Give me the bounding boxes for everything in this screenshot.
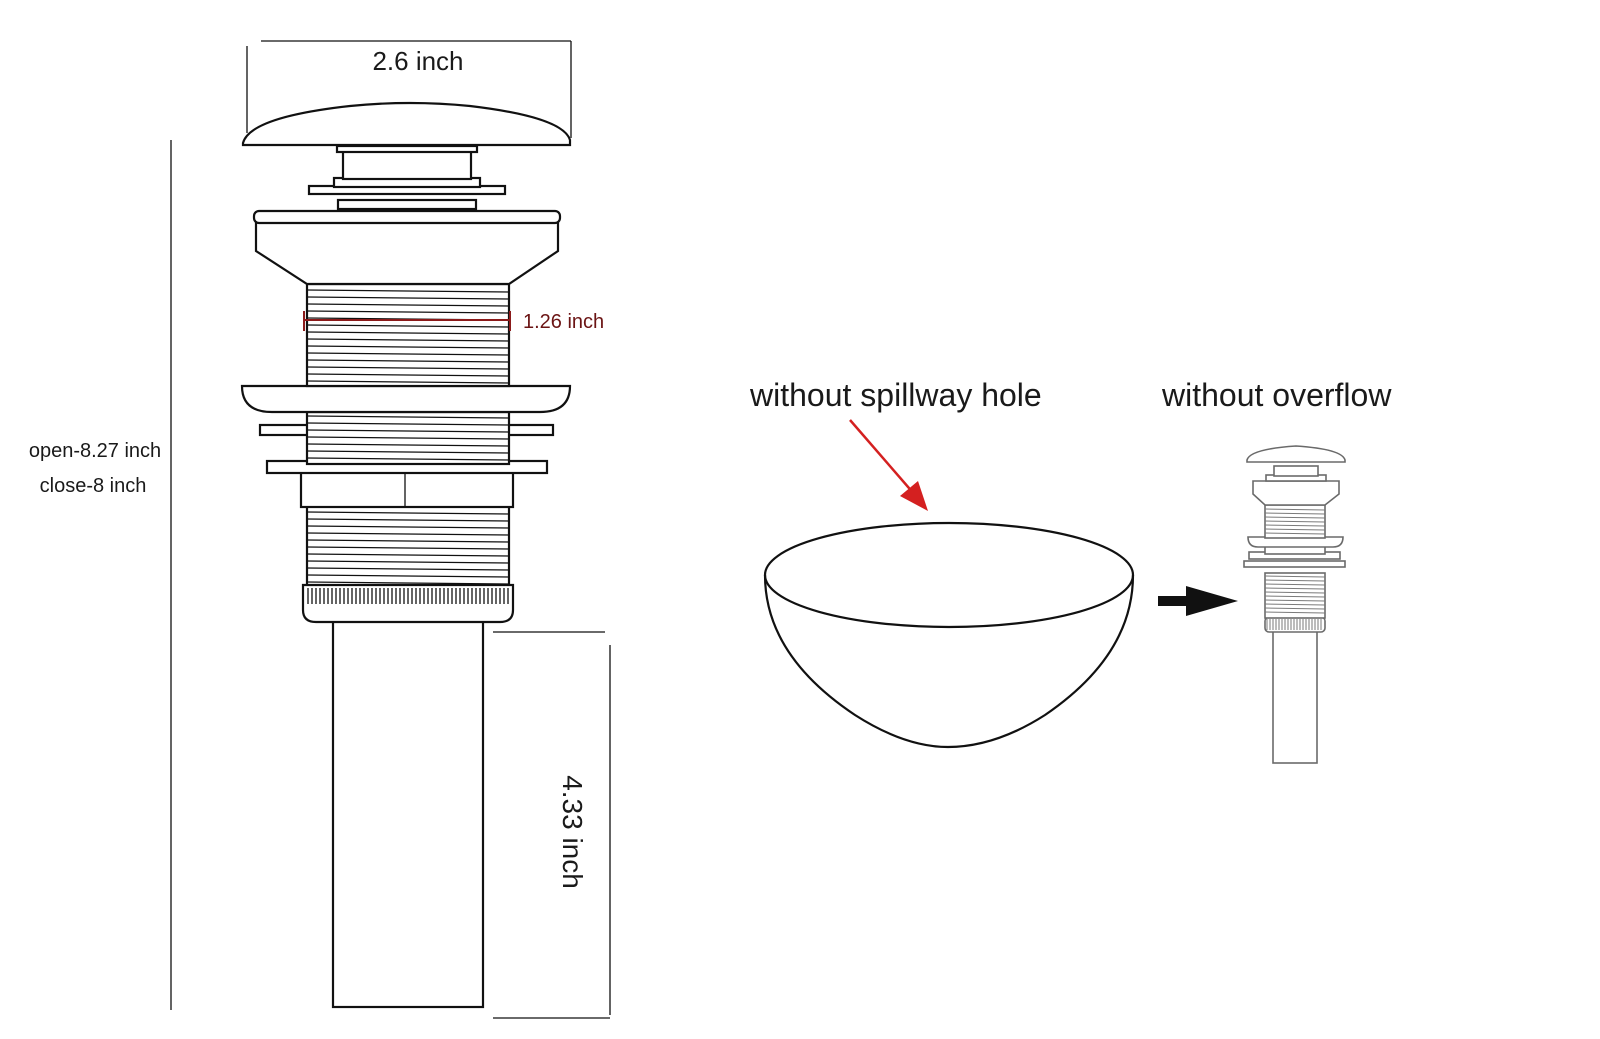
knurled-nut [301,583,515,624]
lower-thread [305,501,511,591]
pop-up-drain-drawing [240,101,572,1009]
stem-collar [335,144,479,154]
tail-length-label: 4.33 inch [557,775,588,889]
thread-diameter-label: 1.26 inch [523,311,604,333]
mounting-flange [240,384,572,414]
cap-width-label: 2.6 inch [372,46,463,76]
height-open-label: open-8.27 inch [29,440,161,462]
hex-nut [299,469,515,509]
black-arrow [1158,586,1238,616]
tail-pipe [331,615,485,1009]
drain-cap [241,101,572,147]
height-close-label: close-8 inch [40,475,147,497]
upper-stem-washer [336,198,478,211]
upper-thread [305,282,511,388]
sink-caption: without spillway hole [749,377,1042,413]
red-arrow [849,419,928,511]
middle-thread [305,410,511,466]
small-drain-drawing [1243,445,1346,764]
body-rim [252,209,562,225]
vessel-sink-bowl [763,521,1135,749]
drain-body [254,215,560,286]
drain-caption: without overflow [1161,377,1392,413]
dimension-lines [170,40,611,1019]
diameter-marker [303,311,511,331]
